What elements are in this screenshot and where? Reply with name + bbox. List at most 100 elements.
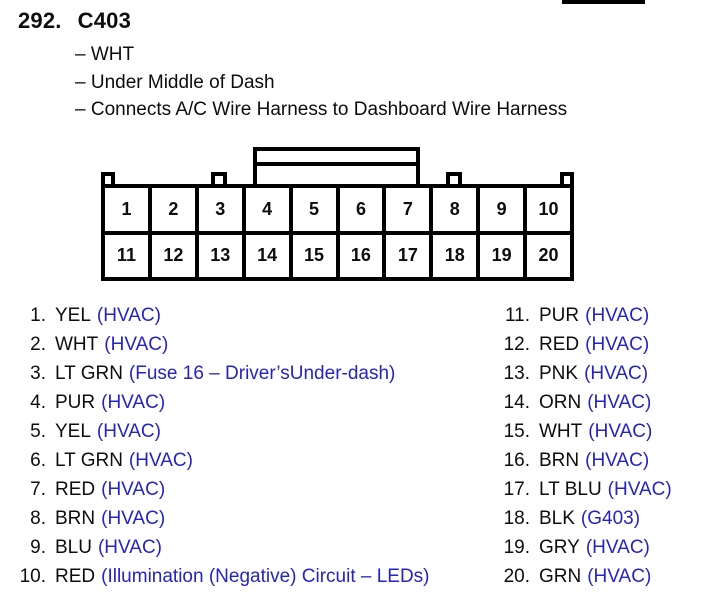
- wire-color: WHT: [539, 421, 583, 442]
- circuit-label: (HVAC): [128, 450, 193, 471]
- circuit-label: (HVAC): [101, 392, 166, 413]
- wire-color: LT GRN: [55, 363, 123, 384]
- connector-code: C403: [77, 8, 132, 33]
- lock-tab-line: [257, 162, 416, 166]
- pin-row-7: 7.RED(HVAC): [10, 479, 430, 508]
- pin-cell-10: 10: [527, 188, 570, 231]
- pin-row-19: 19. GRY(HVAC): [497, 537, 672, 566]
- circuit-label: (HVAC): [96, 305, 161, 326]
- wire-color: BLU: [55, 537, 92, 558]
- connector-notes: – WHT – Under Middle of Dash – Connects …: [75, 41, 567, 124]
- pin-number: 13.: [503, 363, 530, 384]
- pin-row-11: 11.PUR(HVAC): [497, 305, 672, 334]
- pin-cell-13: 13: [198, 234, 242, 277]
- pin-row-3: 3.LT GRN(Fuse 16 – Driver’sUnder-dash): [10, 363, 430, 392]
- pin-number: 11.: [504, 305, 530, 326]
- pin-cell-15: 15: [292, 234, 336, 277]
- note-function: – Connects A/C Wire Harness to Dashboard…: [75, 99, 568, 120]
- pin-cell-1: 1: [105, 188, 148, 231]
- pin-number: 6.: [30, 450, 46, 471]
- circuit-label: (HVAC): [104, 334, 169, 355]
- pin-number: 19.: [503, 537, 530, 558]
- circuit-label: (HVAC): [588, 421, 653, 442]
- pin-row-18: 18. BLK(G403): [497, 508, 672, 537]
- pin-cell-19: 19: [480, 234, 524, 277]
- circuit-label: (HVAC): [101, 508, 166, 529]
- wire-color: WHT: [55, 334, 99, 355]
- pin-row-4: 4. PUR(HVAC): [10, 392, 430, 421]
- pin-row-13: 13. PNK(HVAC): [497, 363, 672, 392]
- pin-row-8: 8.BRN(HVAC): [10, 508, 430, 537]
- pin-list-left: 1.YEL(HVAC) 2.WHT(HVAC) 3.LT GRN(Fuse 16…: [10, 305, 430, 595]
- pin-row-2: 2. WHT(HVAC): [10, 334, 430, 363]
- pin-cell-2: 2: [151, 188, 195, 231]
- pin-grid: 1 2 3 4 5 6 7 8 9 10 11 12 13 14 15 16 1…: [101, 184, 574, 281]
- pin-number: 18.: [503, 508, 530, 529]
- wire-color: BRN: [539, 450, 580, 471]
- circuit-label: (HVAC): [584, 363, 649, 384]
- pin-cell-11: 11: [105, 234, 148, 277]
- wire-color: LT GRN: [55, 450, 123, 471]
- circuit-label: (HVAC): [607, 479, 672, 500]
- pin-cell-7: 7: [386, 188, 430, 231]
- circuit-label: (Illumination (Negative) Circuit – LEDs): [101, 566, 430, 587]
- pin-number: 15.: [503, 421, 530, 442]
- circuit-label: (HVAC): [97, 537, 163, 558]
- circuit-label: (HVAC): [587, 566, 652, 587]
- wire-color: PNK: [539, 363, 579, 384]
- pin-number: 10.: [19, 566, 46, 587]
- wire-color: ORN: [539, 392, 582, 413]
- pin-number: 5.: [30, 421, 46, 442]
- pin-cell-3: 3: [198, 188, 242, 231]
- pin-number: 4.: [30, 392, 46, 413]
- pin-number: 12.: [503, 334, 530, 355]
- pin-cell-6: 6: [339, 188, 383, 231]
- wire-color: BRN: [55, 508, 96, 529]
- circuit-label: (G403): [580, 508, 641, 529]
- pin-cell-8: 8: [433, 188, 477, 231]
- scan-artifact-line: [562, 0, 645, 4]
- circuit-label: (HVAC): [96, 421, 161, 442]
- corner-notch-left: [101, 172, 115, 184]
- pin-cell-14: 14: [245, 234, 289, 277]
- circuit-label: (HVAC): [585, 450, 650, 471]
- wire-color: BLK: [539, 508, 575, 529]
- pin-row-5: 5.YEL(HVAC): [10, 421, 430, 450]
- pin-cell-17: 17: [386, 234, 430, 277]
- pin-row-6: 6. LT GRN(HVAC): [10, 450, 430, 479]
- wire-color: RED: [55, 566, 96, 587]
- item-number: 292.: [18, 8, 62, 33]
- pin-number: 14.: [503, 392, 530, 413]
- wire-color: GRN: [539, 566, 582, 587]
- pin-row-14: 14. ORN(HVAC): [497, 392, 672, 421]
- page-title: 292. C403: [18, 8, 131, 34]
- keying-bump-left: [211, 172, 227, 184]
- note-color: – WHT: [75, 44, 135, 65]
- circuit-label: (HVAC): [585, 334, 650, 355]
- pin-number: 3.: [30, 363, 46, 384]
- connector-lock-tab: [253, 147, 420, 184]
- note-location: – Under Middle of Dash: [75, 71, 275, 93]
- wire-color: PUR: [55, 392, 96, 413]
- circuit-label: (HVAC): [585, 537, 650, 558]
- pin-list-right: 11.PUR(HVAC) 12.RED(HVAC) 13.PNK(HVAC) 1…: [497, 305, 672, 595]
- wire-color: RED: [55, 479, 96, 500]
- connector-diagram: 1 2 3 4 5 6 7 8 9 10 11 12 13 14 15 16 1…: [101, 147, 574, 281]
- wire-color: GRY: [539, 537, 580, 558]
- pin-cell-4: 4: [245, 188, 289, 231]
- pin-cell-5: 5: [292, 188, 336, 231]
- pin-cell-12: 12: [151, 234, 195, 277]
- pin-number: 9.: [30, 537, 46, 558]
- pin-number: 20.: [503, 566, 530, 587]
- pin-row-17: 17.LT BLU(HVAC): [497, 479, 672, 508]
- pin-number: 16.: [503, 450, 530, 471]
- pin-row-20: 20. GRN(HVAC): [497, 566, 672, 595]
- wire-color: YEL: [55, 305, 91, 326]
- wire-color: LT BLU: [539, 479, 602, 500]
- pin-number: 2.: [30, 334, 46, 355]
- pin-cell-9: 9: [480, 188, 524, 231]
- pin-row-12: 12.RED(HVAC): [497, 334, 672, 363]
- circuit-label: (HVAC): [587, 392, 652, 413]
- circuit-label: (HVAC): [585, 305, 650, 326]
- keying-bump-right: [446, 172, 462, 184]
